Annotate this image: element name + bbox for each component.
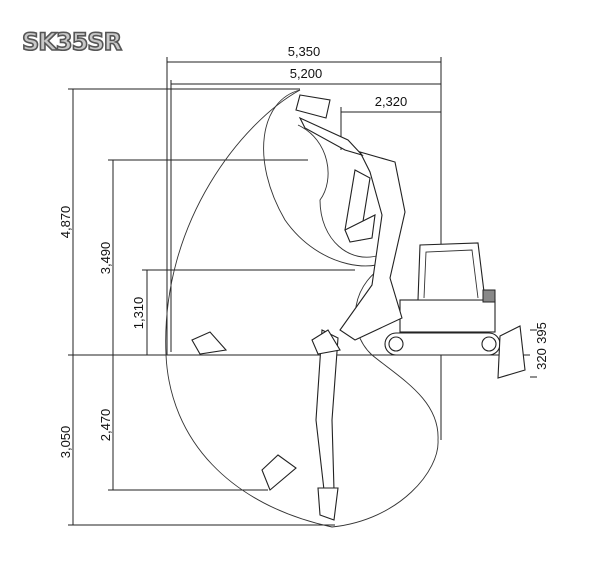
max-reach-ground-label: 5,350: [288, 44, 321, 59]
blade-depth-label: 395: [534, 322, 549, 344]
cab-window: [423, 249, 479, 299]
engine-hood: [482, 289, 496, 303]
excavator: [191, 94, 526, 521]
max-reach-label: 5,200: [290, 66, 323, 81]
working-range-envelope: [165, 89, 439, 528]
min-swing-radius-label: 2,320: [375, 94, 408, 109]
bucket-top: [295, 94, 331, 119]
bucket-arc-lower: [354, 261, 439, 441]
boom: [339, 151, 406, 341]
bucket-middle: [344, 214, 376, 243]
bucket-ground-left: [191, 331, 228, 355]
dozer-blade: [497, 325, 526, 379]
idler-wheel: [388, 336, 404, 352]
max-dig-height-label: 4,870: [58, 206, 73, 239]
arm-upper: [298, 116, 364, 157]
vertical-wall-depth-label: 2,470: [98, 409, 113, 442]
max-dig-depth-label: 3,050: [58, 426, 73, 459]
upper-structure: [399, 299, 496, 333]
min-dump-height-label: 1,310: [131, 297, 146, 330]
bucket-depth: [261, 454, 297, 491]
bucket-ground-center: [311, 329, 341, 355]
bucket-arc-upper: [263, 89, 396, 267]
blade-dimension-lines: [530, 329, 537, 378]
max-dump-height-label: 3,490: [98, 242, 113, 275]
model-logo: SK35SR: [22, 28, 122, 56]
height-dimension-lines: [68, 88, 355, 526]
blade-lift-label: 320: [534, 348, 549, 370]
sprocket-wheel: [481, 336, 497, 352]
bucket-lower: [317, 487, 339, 521]
bucket-arc-middle: [297, 124, 381, 258]
reach-dimension-lines: [166, 57, 442, 440]
cab: [417, 242, 486, 301]
